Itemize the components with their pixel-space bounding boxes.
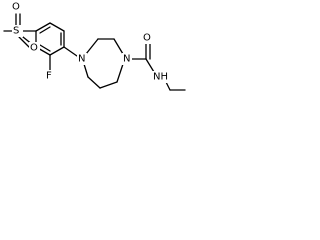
- bond-aryl-n: [63, 46, 78, 57]
- diazepane-bond-6: [87, 76, 101, 89]
- atom-label-nitrogen-left: N: [78, 54, 85, 65]
- molecule-structure: S O O F N N O NH: [3, 1, 186, 91]
- atom-label-oxygen-lower: O: [30, 43, 38, 54]
- ring-bond-1: [35, 22, 51, 32]
- atom-label-oxygen-upper: O: [12, 2, 20, 13]
- ring-double-1: [39, 26, 51, 34]
- ring-double-3: [39, 44, 51, 52]
- diazepane-bond-3: [113, 38, 124, 55]
- atom-label-amide-nh: NH: [153, 72, 168, 83]
- atom-label-sulfur: S: [13, 26, 19, 37]
- atom-label-fluorine: F: [46, 71, 52, 82]
- atom-label-carbonyl-oxygen: O: [143, 33, 151, 44]
- atom-label-nitrogen-right: N: [123, 54, 130, 65]
- structure-canvas: S O O F N N O NH: [0, 0, 186, 116]
- bond-c-nh: [145, 58, 155, 73]
- diazepane-bond-7: [83, 63, 89, 78]
- diazepane-bond-5: [99, 81, 118, 89]
- bond-s-o-lower-b: [18, 36, 30, 48]
- diazepane-bond-1: [85, 38, 99, 55]
- ring-bond-2: [49, 22, 65, 32]
- ring-bond-4: [49, 46, 65, 56]
- diazepane-bond-4: [116, 63, 124, 83]
